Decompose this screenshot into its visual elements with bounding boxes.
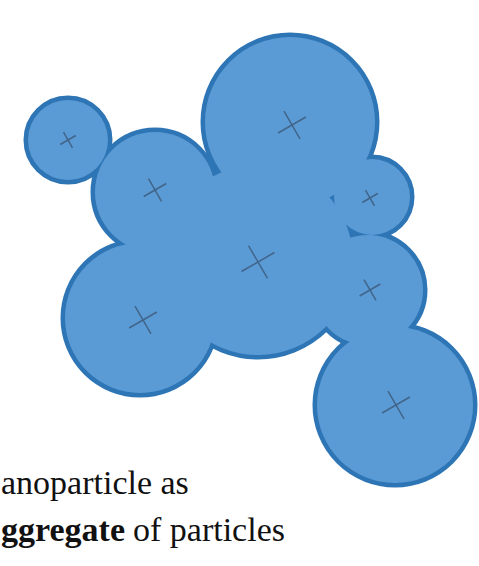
- center-cross: [137, 172, 173, 208]
- center-cross: [354, 274, 387, 307]
- caption-text: of particles: [133, 513, 285, 547]
- particle-outline: [65, 243, 215, 393]
- caption-text: anoparticle as: [1, 466, 189, 500]
- center-cross: [56, 128, 81, 153]
- particle-outline: [317, 327, 473, 483]
- aggregate-fill: [28, 37, 473, 483]
- center-marks: [56, 103, 418, 427]
- center-cross: [374, 383, 418, 427]
- particle: [317, 327, 473, 483]
- center-cross: [270, 103, 314, 147]
- particle: [28, 100, 108, 180]
- aggregate-outline: [28, 37, 473, 483]
- center-cross: [358, 186, 383, 211]
- particle: [65, 243, 215, 393]
- center-cross: [121, 298, 165, 342]
- caption-text: ggregate: [1, 513, 125, 547]
- center-cross: [232, 236, 284, 288]
- particle-outline: [28, 100, 108, 180]
